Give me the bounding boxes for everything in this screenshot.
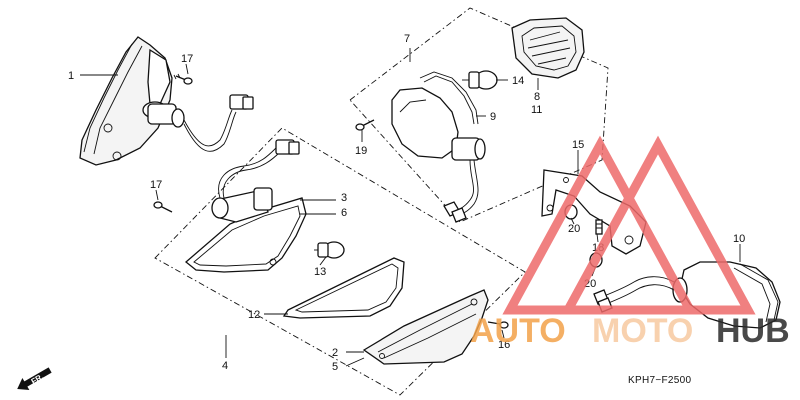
watermark: AUTO MOTO HUB [470,135,790,350]
callout-9: 9 [490,111,496,123]
callout-10: 10 [733,233,745,245]
callout-3: 3 [341,192,347,204]
screw-17-upper [173,73,193,85]
callout-1: 1 [68,70,74,82]
callout-11: 11 [531,104,542,116]
callout-19: 19 [355,145,367,157]
callout-14: 14 [512,75,524,87]
screw-19 [355,119,375,131]
turn-signal-front-left-body [184,139,307,273]
watermark-triangle-logo [502,135,756,315]
callout-8: 8 [534,91,540,103]
callout-20-upper: 20 [568,223,580,235]
lens-8-11 [511,17,585,79]
watermark-text-hub: HUB [716,312,790,350]
front-direction-indicator: FR. [17,367,52,391]
bulb-13 [314,241,345,259]
callout-17-upper: 17 [181,53,193,65]
callout-16: 16 [498,339,510,351]
group-box-rear [349,7,609,223]
turn-signal-upper-left [79,36,254,166]
callout-7: 7 [404,33,410,45]
turn-signal-rear-body [391,87,486,223]
front-arrow-icon [17,367,52,391]
callout-5: 5 [332,361,338,373]
callout-2: 2 [332,347,338,359]
gasket-12 [282,257,405,319]
group-box-front-left [154,127,526,396]
gasket-9 [419,71,479,125]
callout-12: 12 [248,309,260,321]
diagram-code: KPH7−F2500 [628,375,691,386]
callout-6: 6 [341,207,347,219]
bulb-14 [462,70,498,90]
lens-2-5 [362,289,489,365]
callout-13: 13 [314,266,326,278]
leader-lines [80,48,741,367]
watermark-text-auto: AUTO [470,312,566,350]
screw-16 [487,321,509,329]
callout-4: 4 [222,360,228,372]
watermark-text-moto: MOTO [592,312,693,350]
bolt-18 [595,219,603,235]
callout-17-lower: 17 [150,179,162,191]
bracket-15 [541,169,647,255]
screw-17-lower [153,201,173,213]
callout-15: 15 [572,139,584,151]
